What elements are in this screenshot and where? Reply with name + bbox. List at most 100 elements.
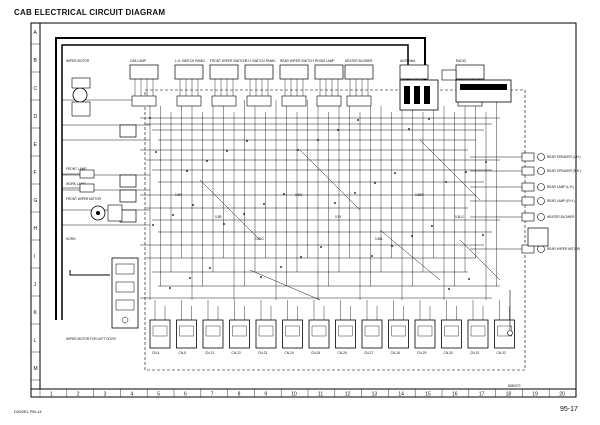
bottom-connector-label: CN-29: [417, 351, 426, 355]
bottom-connector-label: CN-4: [152, 351, 160, 355]
junction-dot: [283, 193, 285, 195]
bottom-connector: CN-22: [229, 300, 250, 355]
col-label: 16: [452, 392, 458, 398]
wire-code: 0.5R: [175, 193, 182, 197]
left-component-label: HORN: [66, 237, 76, 241]
bottom-connector: CN-23: [255, 300, 277, 355]
junction-wire: [199, 179, 261, 241]
left-component-label: WIPER MOTOR: [66, 59, 90, 63]
relay-box: [335, 319, 356, 349]
bottom-connector-label: CN-5: [179, 351, 187, 355]
junction-dot: [149, 117, 151, 119]
row-label: B: [34, 58, 38, 64]
col-label: 12: [345, 392, 351, 398]
col-label: 2: [77, 392, 80, 398]
relay-box: [176, 319, 197, 349]
junction-dot: [445, 181, 447, 183]
junction-dot: [394, 172, 396, 174]
bottom-connector-label: CN-31: [470, 351, 479, 355]
right-device: [537, 245, 545, 253]
left-connector: [119, 124, 137, 138]
right-connector: [521, 212, 535, 222]
junction-dot: [391, 245, 393, 247]
top-component-box: [174, 64, 204, 80]
top-component-label: HEATER BLOWER: [345, 59, 373, 63]
junction-wire: [419, 139, 481, 201]
row-label: K: [34, 310, 38, 316]
front-wiper-motor-graphic: [90, 204, 123, 222]
wire-code: 0.5LG: [455, 215, 464, 219]
left-connector: [119, 174, 137, 188]
left-door-wiper-graphic: [111, 257, 139, 329]
bottom-connector: CN-32: [494, 300, 515, 355]
junction-dot: [246, 140, 248, 142]
junction-dot: [485, 161, 487, 163]
ground-symbol: [507, 290, 513, 336]
main-harness-line-2: [61, 44, 409, 320]
bottom-connector-label: CN-26: [338, 351, 347, 355]
junction-dot: [482, 234, 484, 236]
row-label: L: [34, 338, 37, 344]
left-component-label: FRONT WIPER MOTOR: [66, 197, 102, 201]
col-label: 18: [506, 392, 512, 398]
row-label: C: [34, 86, 38, 92]
junction-dot: [428, 118, 430, 120]
top-component: R.H. SWITCH PANEL: [244, 59, 276, 107]
bottom-connector: CN-26: [335, 300, 356, 355]
relay-coil: [179, 325, 194, 337]
right-component-label: REAR SPEAKER (L.H.): [547, 155, 581, 159]
junction-dot: [374, 182, 376, 184]
bottom-connector-label: CN-30: [444, 351, 453, 355]
junction-dot: [155, 151, 157, 153]
left-connector: [119, 209, 137, 223]
junction-dot: [320, 246, 322, 248]
col-label: 4: [130, 392, 133, 398]
col-label: 11: [318, 392, 323, 398]
col-label: 7: [211, 392, 214, 398]
right-component-label: REAR LAMP (L.H.): [547, 185, 574, 189]
relay-box: [494, 319, 515, 349]
fuse-box: [399, 79, 439, 111]
relay-coil: [338, 325, 353, 337]
top-connector: [176, 95, 202, 107]
top-connector: [246, 95, 272, 107]
junction-dot: [448, 288, 450, 290]
relay-coil: [470, 325, 486, 337]
junction-dot: [152, 224, 154, 226]
main-harness-line: [55, 37, 426, 320]
top-component-box: [279, 64, 309, 80]
junction-dot: [465, 171, 467, 173]
row-label: J: [34, 282, 37, 288]
junction-dot: [300, 256, 302, 258]
right-device: [537, 153, 545, 161]
top-component-box: [209, 64, 239, 80]
junction-dot: [354, 192, 356, 194]
col-label: 9: [264, 392, 267, 398]
junction-dot: [334, 202, 336, 204]
junction-dot: [189, 277, 191, 279]
blower-box: [527, 227, 549, 247]
right-component-label: REAR SPEAKER (R.H.): [547, 169, 581, 173]
relay-box: [414, 319, 436, 349]
top-connector: [131, 95, 157, 107]
top-component-box: [314, 64, 344, 80]
right-device: [537, 197, 545, 205]
top-connector: [211, 95, 237, 107]
junction-dot: [209, 267, 211, 269]
junction-dot: [260, 276, 262, 278]
col-label: 17: [479, 392, 485, 398]
relay-box: [149, 319, 171, 349]
relay-box: [255, 319, 277, 349]
top-component-label: L.H. SWITCH PANEL: [175, 59, 206, 63]
row-label: E: [34, 142, 38, 148]
left-component-label: WIPER MOTOR FOR LEFT DOOR: [66, 337, 117, 341]
top-component-label: R.H. SWITCH PANEL: [245, 59, 276, 63]
col-label: 20: [559, 392, 565, 398]
wire-code: 0.85L: [375, 237, 383, 241]
top-component: CAB LAMP: [129, 59, 159, 107]
relay-coil: [364, 325, 380, 337]
junction-dot: [186, 170, 188, 172]
